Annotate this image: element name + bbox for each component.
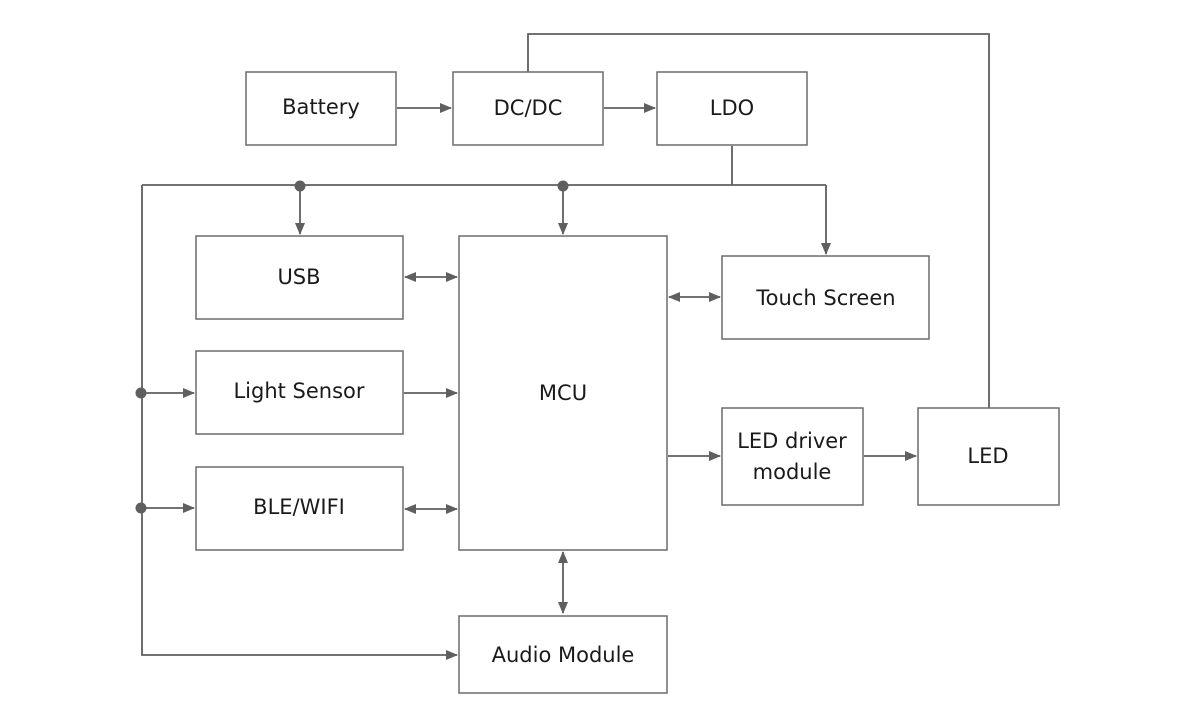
dcdc-block: DC/DC	[452, 71, 604, 146]
touch-screen-label: Touch Screen	[755, 286, 895, 310]
battery-block: Battery	[245, 71, 397, 146]
junction-dot-usb	[294, 180, 306, 192]
mcu-label: MCU	[539, 381, 587, 405]
usb-label: USB	[277, 265, 320, 289]
ble-wifi-block: BLE/WIFI	[195, 466, 404, 551]
usb-block: USB	[195, 235, 404, 320]
led-driver-label-line2: module	[753, 460, 832, 484]
audio-module-label: Audio Module	[492, 643, 635, 667]
led-driver-label-line1: LED driver	[737, 429, 847, 453]
ldo-label: LDO	[710, 96, 754, 120]
led-driver-module-block: LED driver module	[721, 407, 864, 506]
touch-screen-block: Touch Screen	[721, 255, 930, 340]
battery-label: Battery	[282, 95, 360, 119]
led-label: LED	[967, 444, 1008, 468]
ldo-block: LDO	[656, 71, 808, 146]
junction-dot-ble-wifi	[135, 502, 147, 514]
junctions	[135, 180, 569, 514]
connections	[141, 33, 990, 660]
dcdc-to-led-supply-line	[527, 33, 990, 408]
left-power-bus	[141, 185, 458, 660]
junction-dot-light-sensor	[135, 387, 147, 399]
light-sensor-block: Light Sensor	[195, 350, 404, 435]
light-sensor-label: Light Sensor	[233, 379, 364, 403]
mcu-block: MCU	[458, 235, 668, 551]
led-block: LED	[917, 407, 1060, 506]
dcdc-label: DC/DC	[494, 96, 563, 120]
junction-dot-mcu	[557, 180, 569, 192]
ble-wifi-label: BLE/WIFI	[253, 495, 345, 519]
audio-module-block: Audio Module	[458, 615, 668, 694]
